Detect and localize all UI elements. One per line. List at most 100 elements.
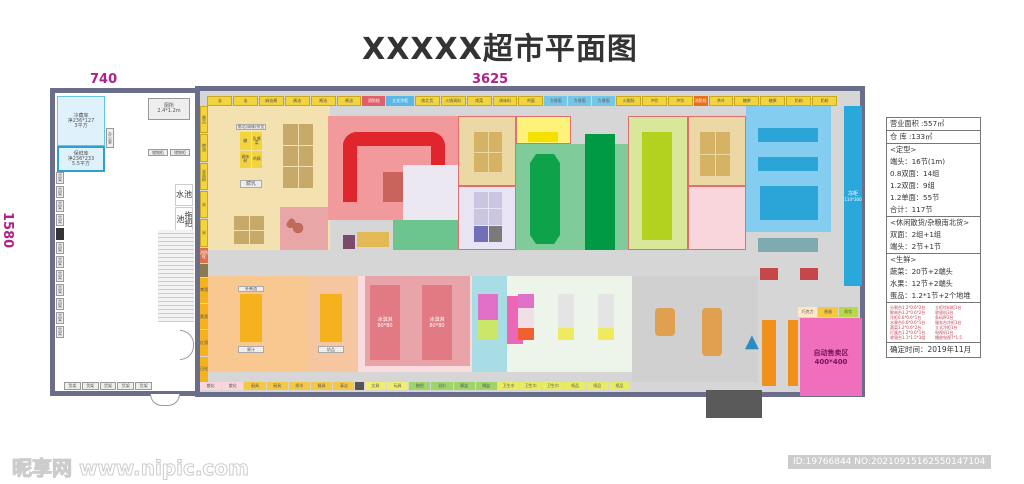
shelf: 鸡精 <box>251 150 262 168</box>
kids-seat-1 <box>655 308 675 336</box>
frozen-island <box>760 186 818 220</box>
shelf: 奶粉 <box>786 96 812 106</box>
locker-1: 储物柜 <box>148 149 168 156</box>
zone-purple-pillar <box>343 235 355 249</box>
mop-sink: 拖把池 <box>175 207 193 231</box>
storage-rack: 货架 <box>81 382 99 390</box>
column <box>355 382 364 390</box>
vegetables-table <box>530 154 560 244</box>
zone-lavender <box>403 165 458 220</box>
shelf: 散化 <box>200 382 222 390</box>
storage-rack: 货架 <box>56 214 64 226</box>
fire-hydrant: 消防栓 <box>693 96 708 106</box>
bottom-wall-shelves: 散化 散化 厨具 厨具 纸巾 餐具 清洁 文具 玩具 拖把 浴巾 脚盆 脚盆 卫… <box>200 382 631 390</box>
frozen-size: 110*300 <box>844 197 862 202</box>
shelf: 米 <box>200 191 208 219</box>
frozen-label: 冻柜 <box>847 191 858 197</box>
storage-rack: 货架 <box>56 284 64 296</box>
shelf: 纸巾 <box>288 382 310 390</box>
daily-shelf-3 <box>598 294 614 340</box>
shelf: 麻油酱 <box>258 96 284 106</box>
vending-label: 自动售卖区 <box>813 349 849 357</box>
frozen-red-2 <box>800 268 818 280</box>
cold-storage: 冷藏库 净236*127 3平方 <box>57 96 105 146</box>
vegetables-rack <box>585 134 615 250</box>
snacks-shelf <box>320 294 321 295</box>
meat-case <box>383 172 403 202</box>
legend-fixture: 0.8双面：14组 <box>890 169 940 178</box>
locker-2: 储物柜 <box>170 149 190 156</box>
legend-fresh: 蛋品：1.2*1节+2个地堆 <box>890 291 971 300</box>
frozen-cases-3 <box>758 238 818 252</box>
shelf: 浴巾 <box>431 382 453 390</box>
shelf: 冲饮 <box>667 96 693 106</box>
storage-rack: 货架 <box>56 270 64 282</box>
icecream-2: 冰淇淋 80*80 <box>422 285 452 360</box>
legend-panel: 营业面积 :557㎡ 仓 库 :133㎡ <定型> 端头：16节(1m) 0.8… <box>886 117 981 358</box>
legend-casual-title: <休闲散货/杂粮南北货> <box>887 216 980 229</box>
legend-confirm-date: 确定时间：2019年11月 <box>887 342 980 357</box>
snack-floor-pallets <box>700 132 730 176</box>
left-wall-shelves: 酱品 粮油 米面粉 米 米 消防栓 啤酒 黄酒 红酒 日化 <box>200 106 208 382</box>
restroom: 厕所 2.4*1.2m <box>148 98 190 120</box>
shelf: 厨具 <box>244 382 266 390</box>
note: 服务台冷柜1台 <box>935 320 962 325</box>
note: 蔬菜1.2*0.6*2台 <box>890 325 922 330</box>
shelf: 茶叶 <box>708 96 734 106</box>
shelf: 火锅调料 <box>440 96 466 106</box>
shelf: 酱油 <box>284 96 310 106</box>
fresh-storage-area: 5.5平方 <box>72 160 90 167</box>
icecream-label: 冰淇淋 <box>377 317 393 323</box>
meat-counter-left <box>343 160 357 202</box>
note: 冷柜0.6*0.6*1台 <box>890 315 922 320</box>
dairy-shelf <box>320 294 342 342</box>
storage-rack: 货架 <box>56 256 64 268</box>
shelf: 卫生巾 <box>520 382 542 390</box>
note: 分割台1.2*0.6*2台 <box>890 305 926 310</box>
zone-vending: 自动售卖区 400*400 <box>800 318 862 396</box>
note: 播放电视7*1.5 <box>935 335 962 340</box>
grain-pallets-2 <box>234 216 264 244</box>
frozen-cases-1 <box>758 128 818 142</box>
grain-shelf: 糖 乳酱菜 调味粉 鸡精 <box>240 132 262 168</box>
shelf: 酱油 <box>310 96 336 106</box>
fresh-storage: 保鲜库 净236*233 5.5平方 <box>57 146 105 172</box>
door-back[interactable] <box>150 394 180 406</box>
entrance-mat <box>706 390 762 418</box>
zone-greenish <box>393 220 458 250</box>
shelf: 卫生巾 <box>542 382 564 390</box>
icecream-size: 80*80 <box>377 323 393 329</box>
shelf: 鸡蛋 <box>518 96 544 106</box>
shelf: 米面粉 <box>200 162 208 191</box>
legend-fixtures-title: <定型> <box>887 143 980 156</box>
fire-hydrant: 消防栓 <box>200 247 208 263</box>
entry-arrow-icon: ▲ <box>745 331 759 352</box>
kids-seat-2 <box>702 308 722 356</box>
shelf: 奶粉 <box>812 96 838 106</box>
shelf: 红酒 <box>200 330 208 356</box>
drinks-header: 补酱酒 <box>238 286 264 292</box>
shelf: 香烟 <box>818 307 838 317</box>
sink: 水池 <box>175 184 193 206</box>
shelf: 火腿肠 <box>616 96 641 106</box>
shelf: 糖果 <box>760 96 786 106</box>
shelf: 巧克力 <box>798 307 818 317</box>
shelf: 方便面 <box>544 96 568 106</box>
shelf: 咸菜 <box>466 96 492 106</box>
note: 立式冷柜1台 <box>935 325 958 330</box>
legend-fresh: 蔬菜：20节+2端头 <box>890 267 953 276</box>
legend-equipment-notes: 分割台1.2*0.6*2台 鲜肉台1.2*0.6*2台 冷柜0.6*0.6*1台… <box>887 302 980 342</box>
shelf: 米 <box>200 219 208 247</box>
bulk-round-bin <box>286 216 310 240</box>
watermark: 昵享网 www.nipic.com <box>12 456 250 481</box>
storage-rack: 货架 <box>99 382 117 390</box>
daily-shelf-2 <box>558 294 574 340</box>
drinks-footer: 果汁 <box>238 346 264 353</box>
note: 收银台1.1*1.5*3组 <box>890 335 926 340</box>
shelf: 卫生巾 <box>497 382 520 390</box>
shelf: 方便面 <box>568 96 592 106</box>
legend-warehouse: 仓 库 :133㎡ <box>887 130 980 143</box>
shelf: 南北货 <box>414 96 440 106</box>
shelf: 糖果 <box>734 96 760 106</box>
shelf: 奶饮 <box>838 307 858 317</box>
